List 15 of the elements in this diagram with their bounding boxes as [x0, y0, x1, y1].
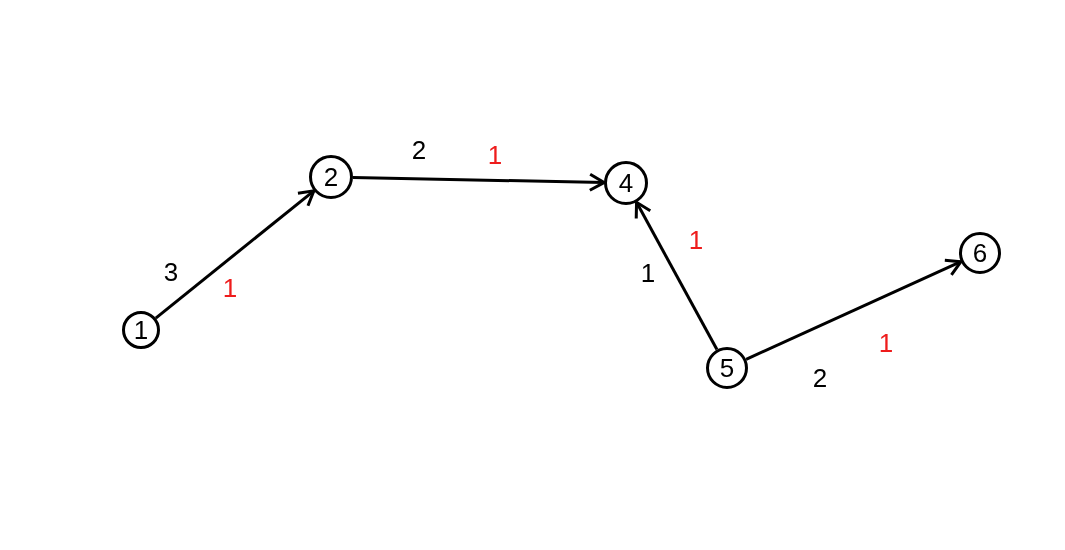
- node-number: 5: [719, 355, 735, 381]
- weight-number: 1: [878, 330, 894, 356]
- node-number: 4: [618, 170, 634, 196]
- weight-number: 1: [688, 227, 704, 253]
- edge-label: 3: [163, 259, 179, 285]
- edge-label: 2: [812, 365, 828, 391]
- node-number: 6: [972, 240, 988, 266]
- edge-label: 1: [640, 260, 656, 286]
- node-number: 1: [133, 317, 149, 343]
- arrow: [154, 189, 316, 320]
- weight-number: 1: [487, 142, 503, 168]
- node-number: 2: [323, 164, 339, 190]
- arrow: [352, 172, 606, 192]
- weight-number: 1: [222, 275, 238, 301]
- edge-label: 2: [411, 137, 427, 163]
